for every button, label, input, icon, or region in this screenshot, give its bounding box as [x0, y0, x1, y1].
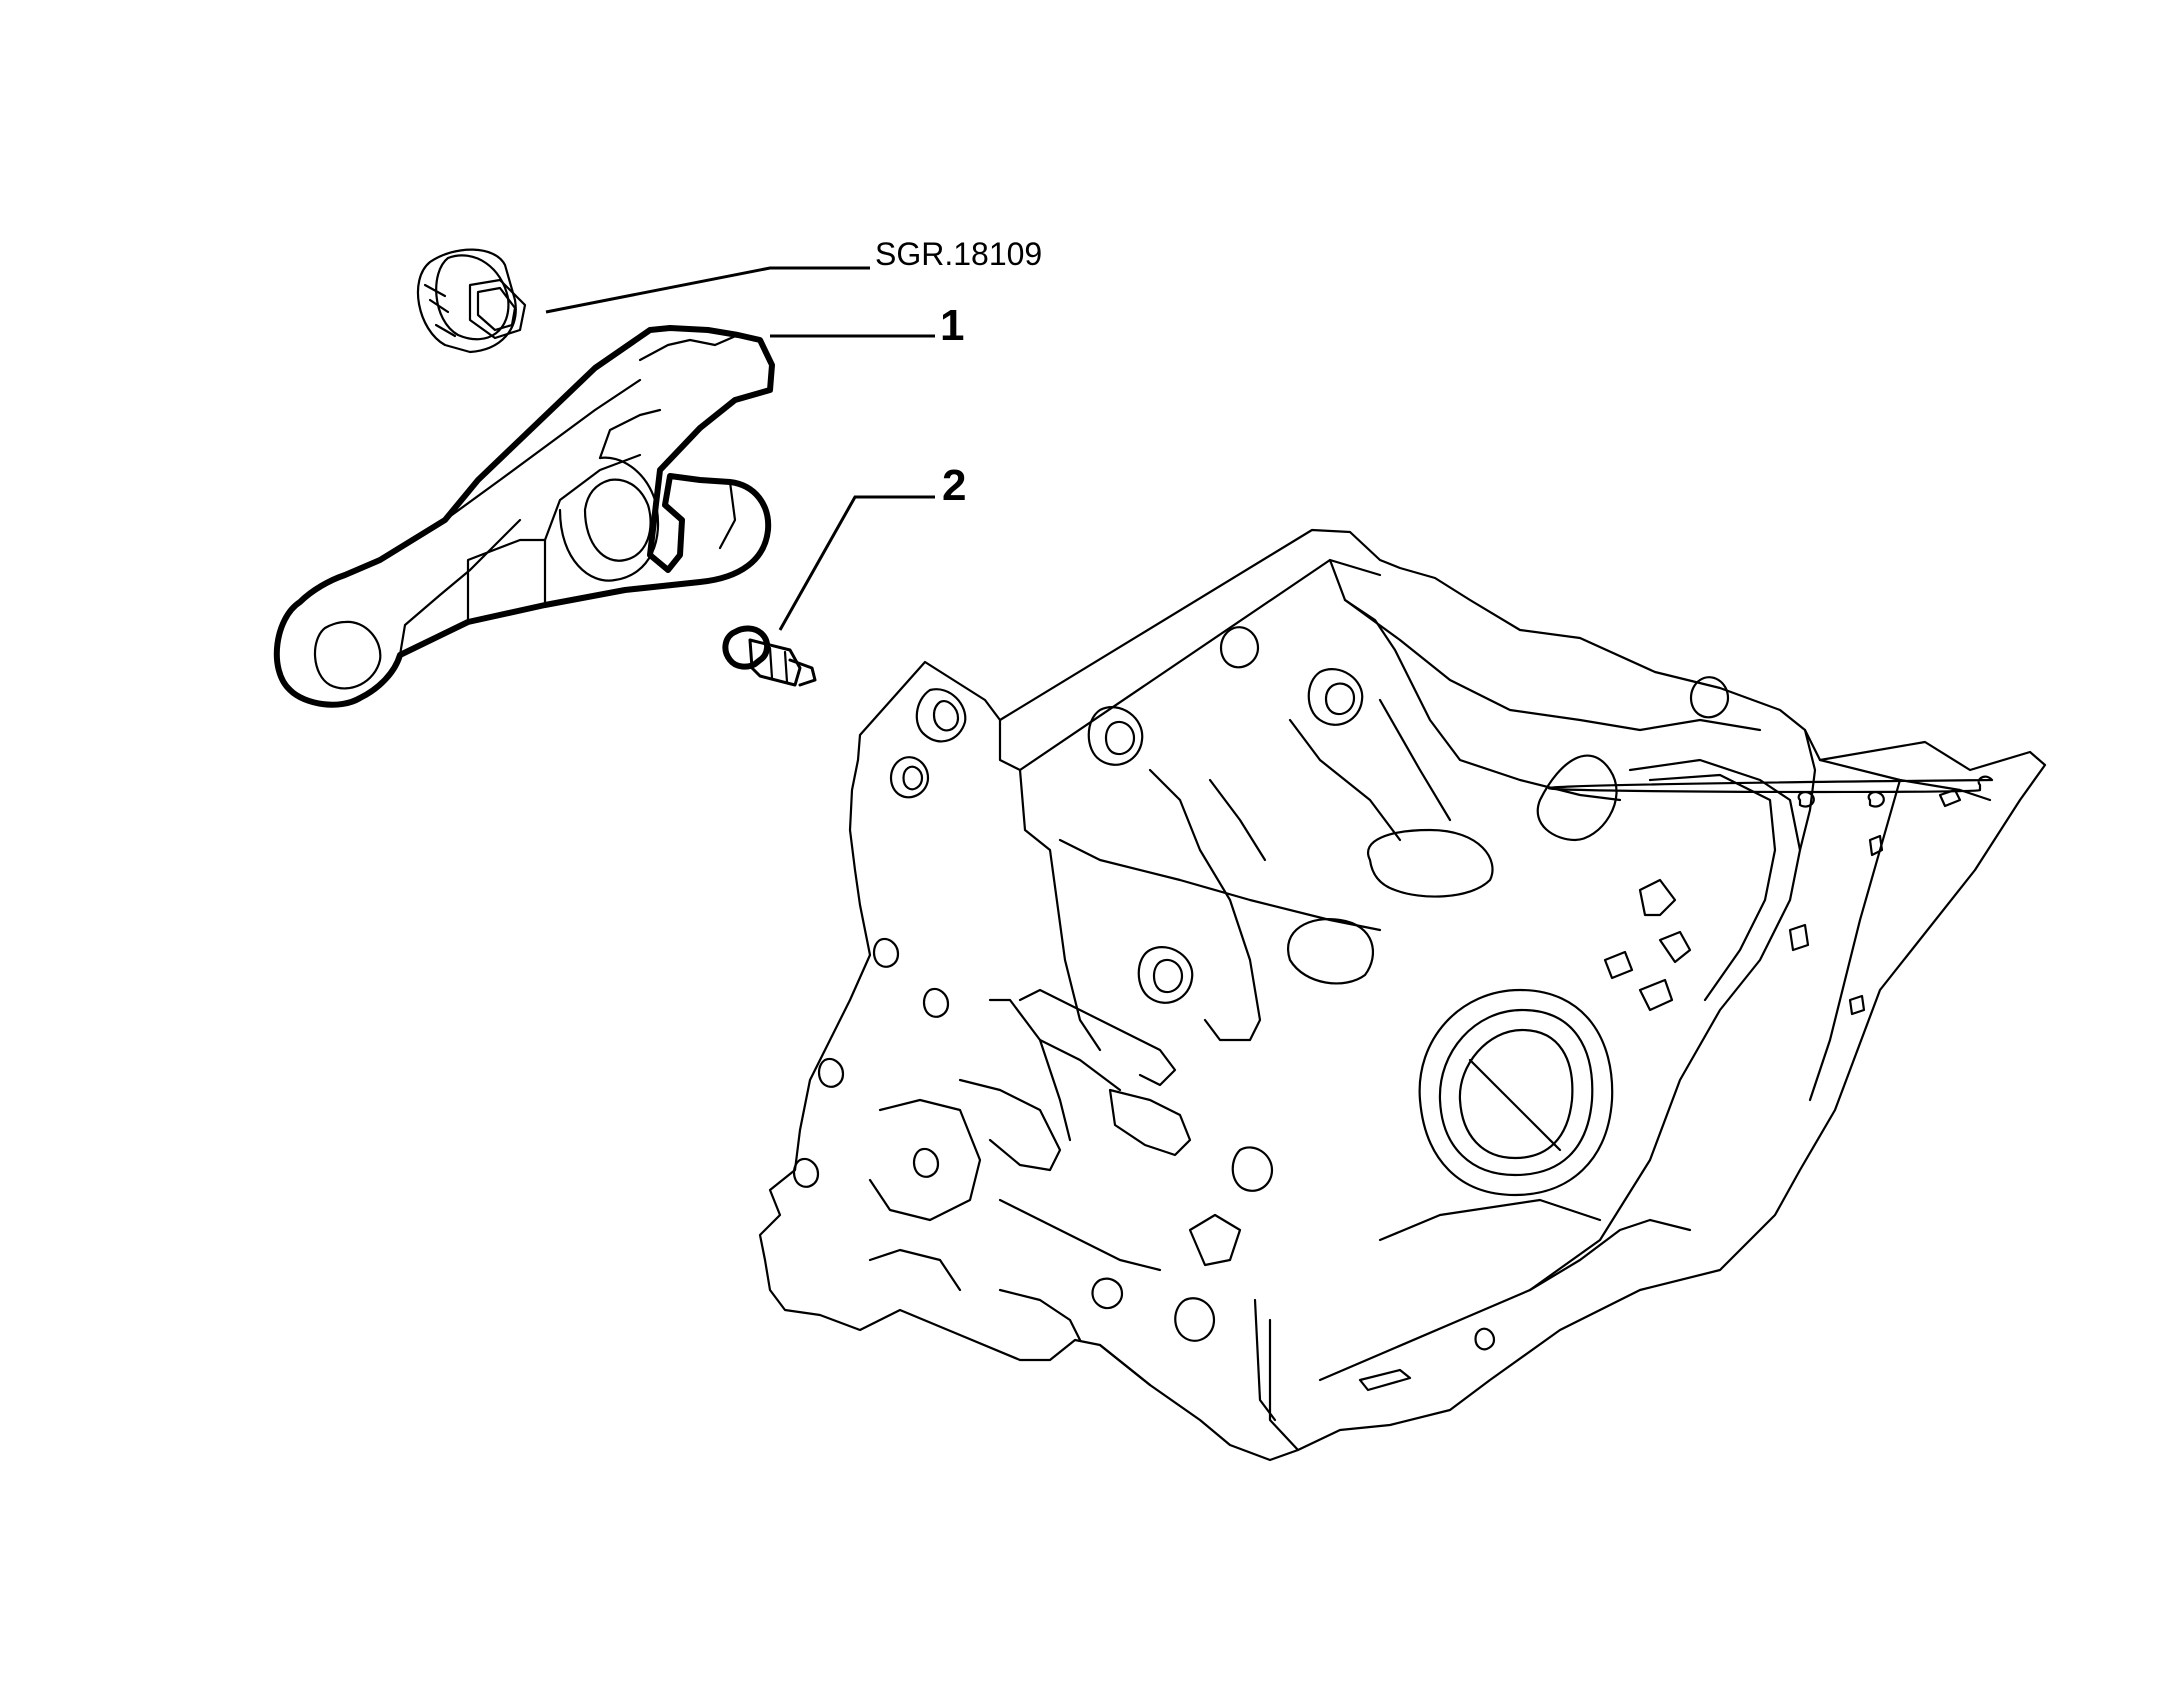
reference-code-label: SGR.18109	[875, 236, 1042, 272]
part-2-number-label: 2	[942, 461, 966, 510]
pivot-pin-part[interactable]	[722, 625, 817, 687]
part-2-leader	[778, 495, 935, 631]
reference-leader	[545, 266, 870, 314]
part-1-number-label: 1	[940, 301, 964, 350]
gearbox-housing	[758, 528, 2047, 1462]
plug-part[interactable]	[416, 248, 527, 354]
release-fork-part[interactable]	[273, 325, 775, 708]
